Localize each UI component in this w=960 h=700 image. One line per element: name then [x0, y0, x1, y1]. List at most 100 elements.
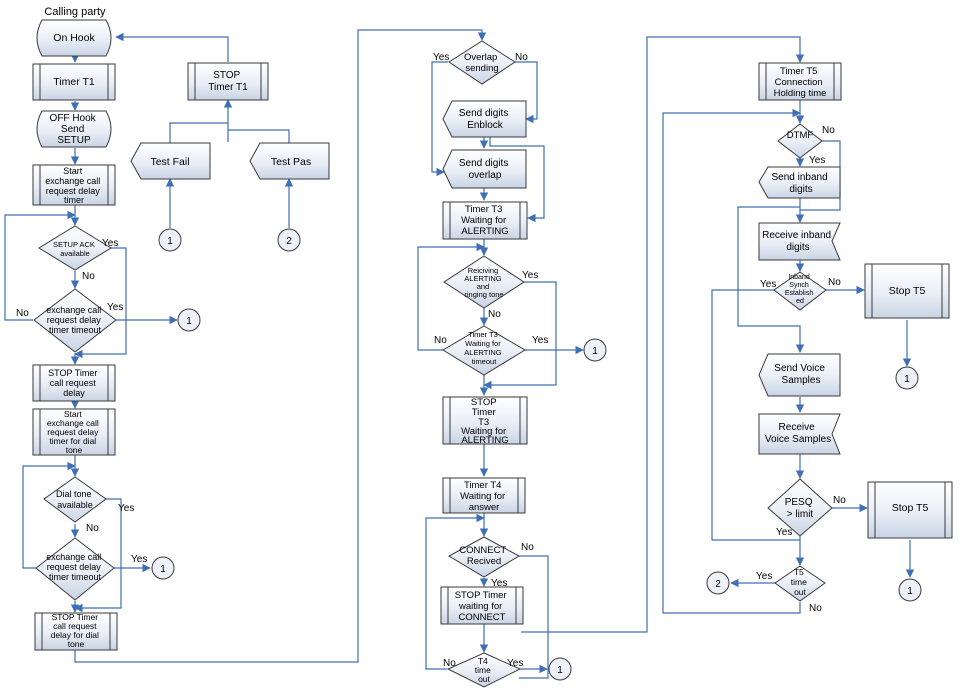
t4-timeout-line1: T4 — [478, 656, 488, 666]
t4-timeout-yes: Yes — [507, 658, 523, 669]
send-voice-box: Send Voice Samples — [758, 353, 841, 397]
send-enblock-box: Send digits Enblock — [442, 100, 527, 138]
connector-1-c: 1 — [158, 228, 182, 252]
overlap-yes: Yes — [433, 52, 449, 63]
recv-inband-box: Receive inband digits — [758, 222, 841, 261]
timer-t3-box: Timer T3 Waiting for ALERTING — [442, 201, 528, 240]
stop-dial-line4: tone — [68, 639, 85, 649]
svg-text:Send Voice Samples: Send Voice Samples — [774, 363, 827, 386]
receiving-line4: ringing tone — [464, 290, 503, 299]
svg-text:STOP Timer waiting for: STOP Timer waiting for CONNECT — [455, 590, 510, 623]
stop-timer1-line2: call request — [50, 378, 97, 388]
stop-t3-line1: STOP — [471, 397, 497, 408]
timer-t5-line2: Connection — [775, 77, 823, 88]
timeout1-yes: Yes — [107, 302, 123, 313]
recv-inband-line2: digits — [786, 242, 809, 253]
send-inband-line2: digits — [789, 184, 812, 195]
start-dial-line5: tone — [66, 445, 83, 455]
svg-text:Receive Voice Samples: Receive Voice Samples — [765, 422, 831, 445]
connector-1-d: 1 — [583, 338, 607, 362]
dial-tone-no: No — [86, 523, 99, 534]
enblock-line2: Enblock — [467, 120, 504, 131]
pesq-no: No — [833, 495, 846, 506]
off-hook-line1: OFF Hook — [50, 113, 97, 124]
svg-text:STOP Timer T3: STOP Timer T3 Waiting for ALERTING — [461, 397, 509, 446]
t3-timeout-no: No — [434, 335, 447, 346]
stop-t5-box-a: Stop T5 — [864, 263, 950, 319]
dtmf-no: No — [822, 125, 835, 136]
svg-text:Timer T3 Waiting for: Timer T3 Waiting for ALERTING timeout — [464, 330, 503, 366]
timer-t1-label: Timer T1 — [53, 76, 95, 88]
svg-text:STOP Timer T1: STOP Timer T1 — [208, 70, 248, 93]
t4-timeout-decision: T4 time out — [446, 652, 522, 688]
svg-text:Timer T5 Connection: Timer T5 Connection Holding time — [774, 66, 827, 99]
dial-tone-line1: Dial tone — [56, 489, 92, 499]
svg-text:PESQ > limit: PESQ > limit — [785, 497, 816, 520]
send-inband-box: Send inband digits — [758, 166, 841, 199]
svg-text:Timer T4 Waiting for: Timer T4 Waiting for answer — [460, 480, 508, 513]
svg-text:OFF Hook Send SETU: OFF Hook Send SETUP — [50, 113, 99, 146]
connect-line2: Recived — [467, 556, 501, 567]
timeout1-decision: exchange call request delay timer timeou… — [33, 288, 117, 353]
connect-yes: Yes — [491, 578, 507, 589]
stop-dial-line2: call request — [53, 621, 97, 631]
t4-timeout-line2: time — [475, 665, 491, 675]
t5-timeout-line1: T5 — [794, 567, 804, 577]
svg-text:1: 1 — [160, 564, 166, 575]
stop-timer1-box: STOP Timer call request delay — [32, 364, 116, 402]
connector-1-b: 1 — [151, 556, 175, 580]
svg-text:Receive inband digits: Receive inband digits — [762, 230, 834, 253]
enblock-line1: Send digits — [459, 108, 508, 119]
svg-text:Start exchange call: Start exchange call request delay timer — [45, 166, 103, 205]
setup-ack-line2: available — [60, 249, 90, 258]
on-hook-box: On Hook — [36, 19, 112, 57]
stop-t5-label-a: Stop T5 — [889, 285, 926, 297]
start-timer-line2: exchange call — [45, 176, 100, 186]
svg-text:exchange call request de: exchange call request delay timer timeou… — [46, 552, 104, 582]
flow-lines — [4, 29, 915, 679]
stop-t3-line2: Timer — [472, 407, 496, 418]
calling-party-label: Calling party — [44, 6, 106, 18]
inband-yes: Yes — [760, 279, 776, 290]
connect-line1: CONNECT — [459, 545, 506, 556]
pesq-decision: PESQ > limit — [767, 478, 833, 537]
setup-ack-yes: Yes — [102, 238, 118, 249]
timer-t1-box: Timer T1 — [32, 63, 116, 101]
inband-line3: Establish — [785, 290, 814, 297]
connector-2-b: 2 — [706, 571, 730, 595]
off-hook-line2: Send — [61, 124, 84, 135]
pesq-line2: > limit — [787, 509, 814, 520]
start-timer-line3: request delay — [46, 186, 101, 196]
timer-t5-line3: Holding time — [774, 88, 827, 99]
timeout2-line3: timer timeout — [49, 572, 102, 582]
start-dial-line4: timer for dial — [49, 436, 96, 446]
stop-t3-line5: ALERTING — [461, 435, 508, 446]
pesq-yes: Yes — [776, 527, 792, 538]
inband-line4: ed — [796, 298, 804, 305]
off-hook-box: OFF Hook Send SETUP — [36, 110, 112, 148]
t3-timeout-yes: Yes — [532, 335, 548, 346]
timer-t4-box: Timer T4 Waiting for answer — [442, 477, 526, 514]
svg-text:2: 2 — [286, 236, 292, 247]
start-dial-line3: request delay — [47, 427, 99, 437]
recv-inband-line1: Receive inband — [762, 230, 831, 241]
overlap-line1: Overlap — [464, 52, 497, 63]
send-voice-line1: Send Voice — [774, 363, 825, 374]
overlap-send-line2: overlap — [469, 170, 502, 181]
t3-timeout-line1: Timer T3 — [468, 330, 498, 339]
receiving-decision: Reiciving ALERTING and ringing tone — [443, 255, 525, 309]
connector-1-e: 1 — [548, 657, 572, 681]
timeout2-line2: request delay — [47, 562, 102, 572]
timer-t4-line1: Timer T4 — [464, 480, 501, 491]
inband-line2: Synch — [789, 282, 809, 289]
dtmf-yes: Yes — [809, 155, 825, 166]
test-pass-box: Test Pas — [249, 142, 330, 180]
svg-text:STOP Timer call request: STOP Timer call request delay for dial t… — [51, 612, 102, 649]
start-timer-box: Start exchange call request delay timer — [32, 164, 116, 206]
svg-text:Send digits overlap: Send digits overlap — [459, 158, 511, 181]
timer-t3-line3: ALERTING — [461, 226, 508, 237]
overlap-line2: sending — [465, 63, 498, 74]
stop-connect-line3: CONNECT — [459, 612, 506, 623]
receiving-line1: Reiciving — [468, 266, 498, 275]
on-hook-label: On Hook — [53, 32, 95, 44]
